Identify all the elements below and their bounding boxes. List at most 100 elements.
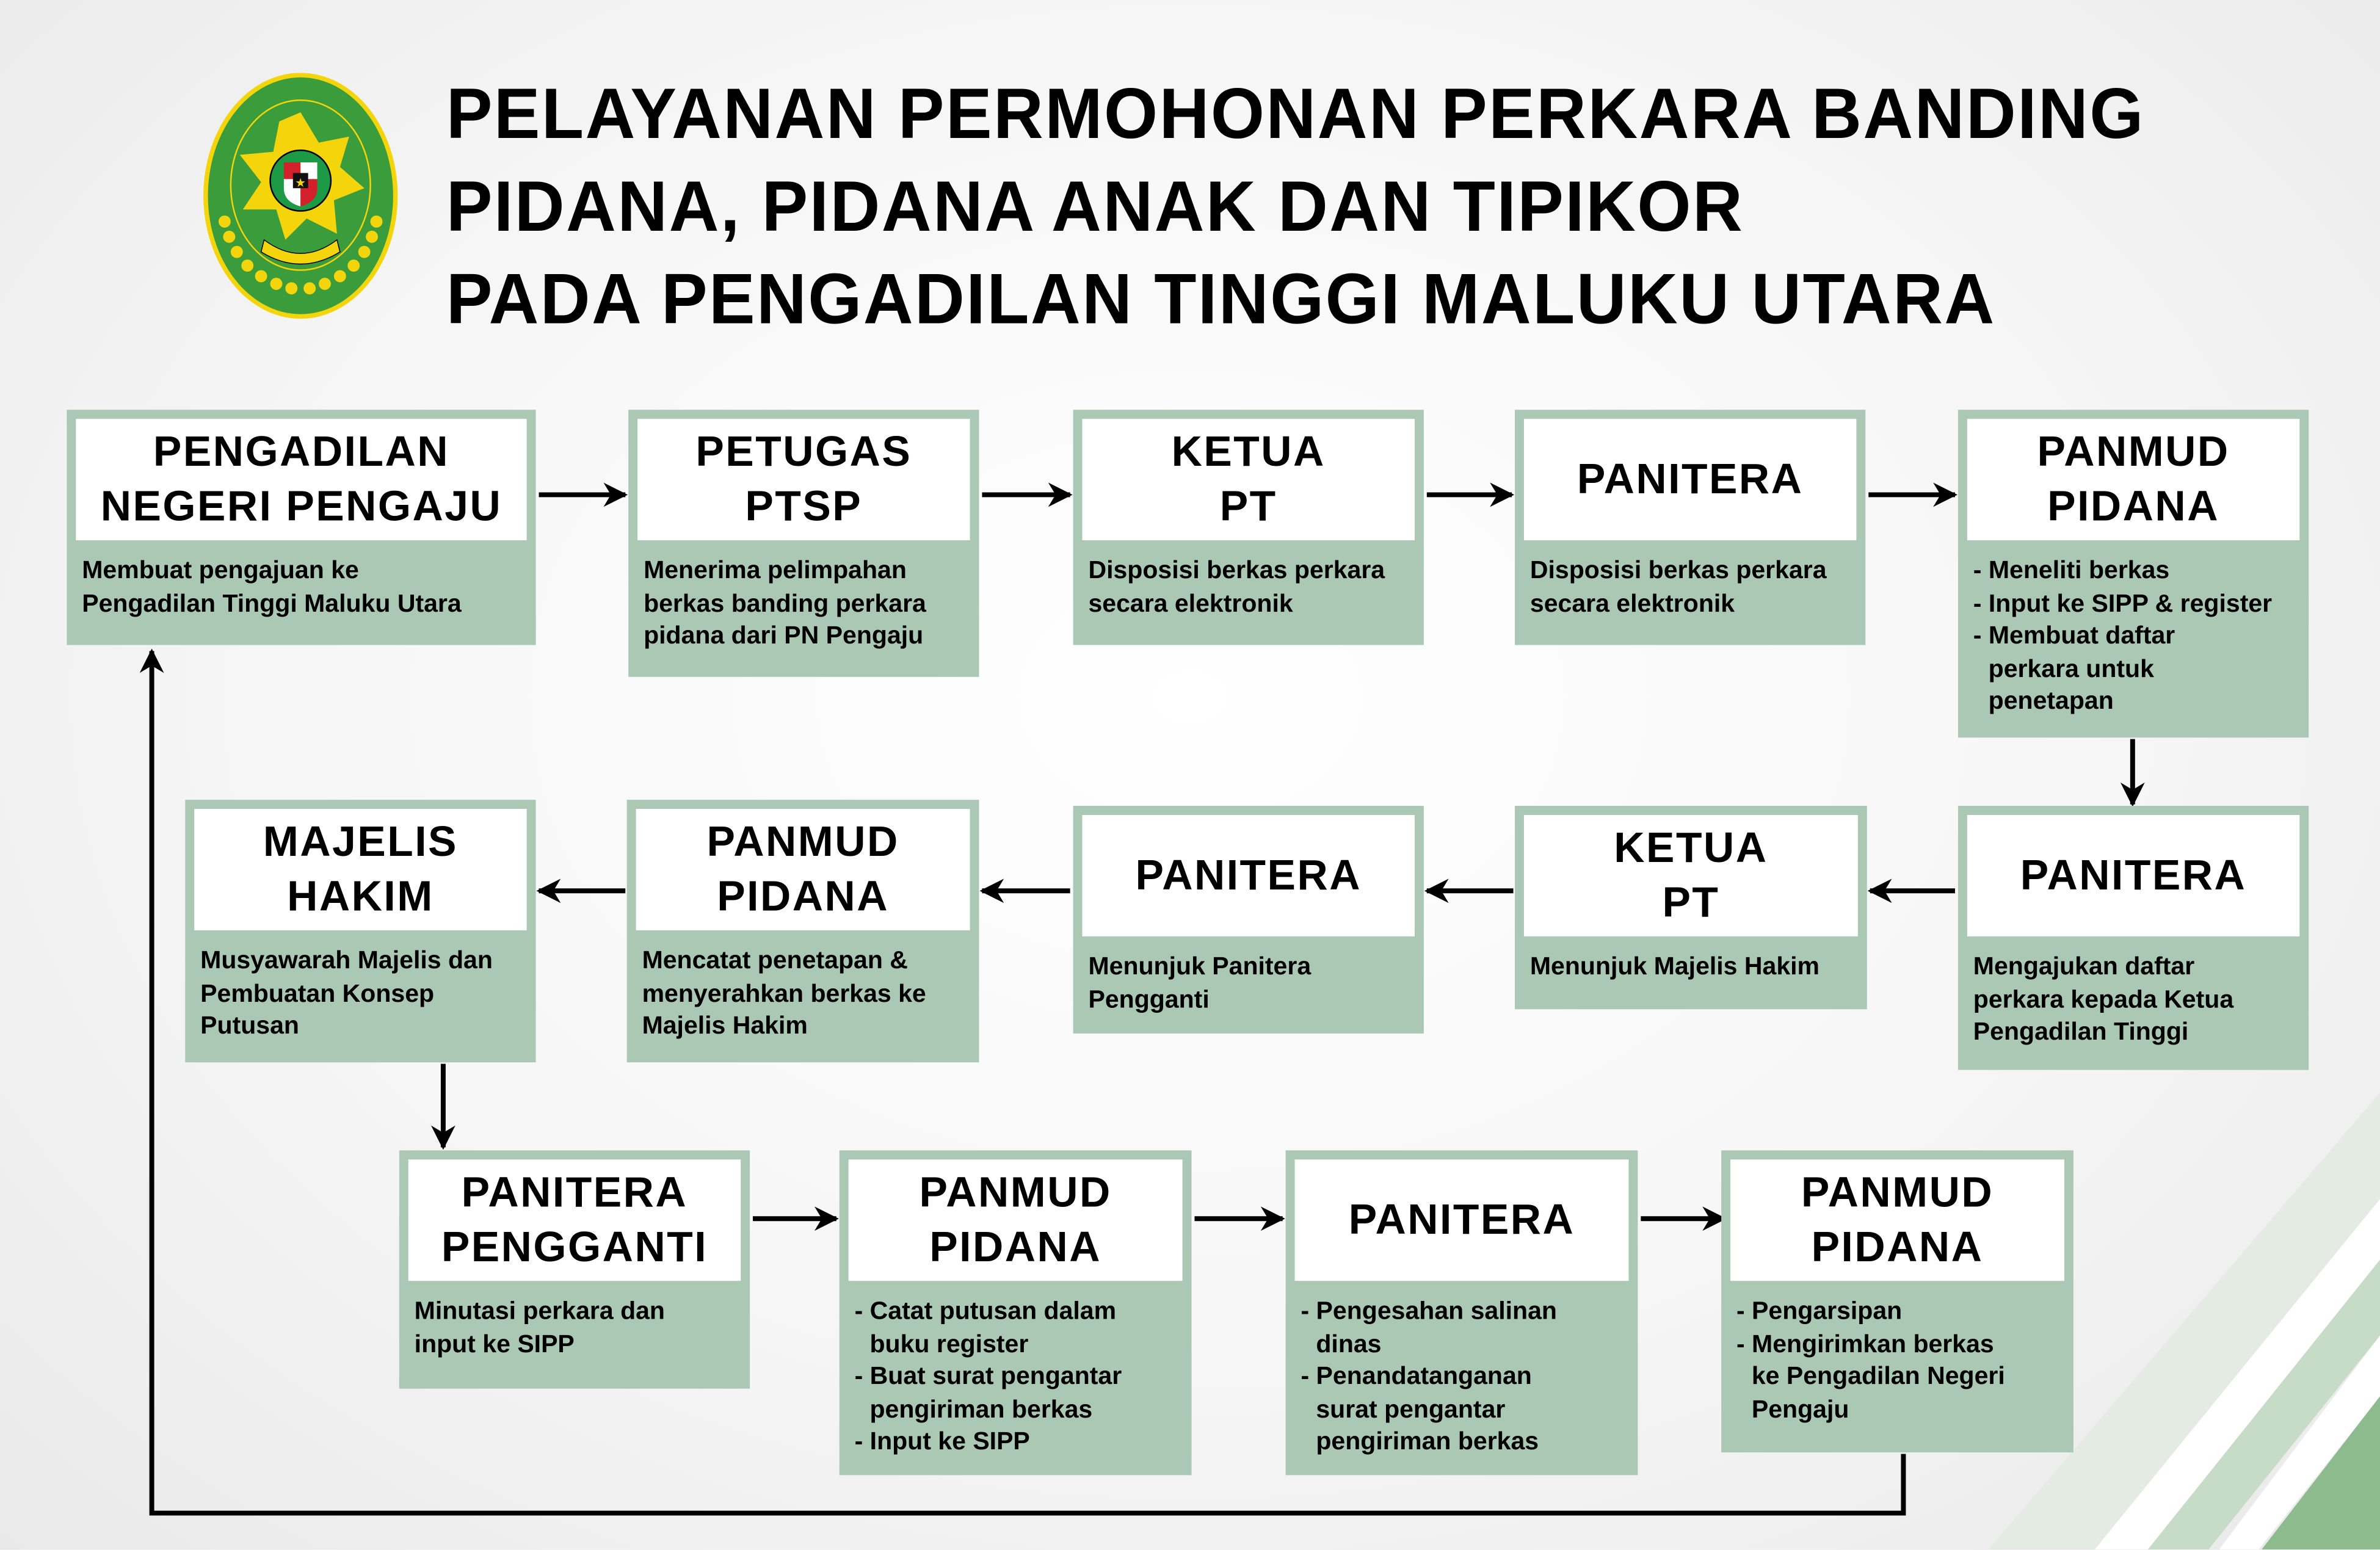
step-description-line: Musyawarah Majelis dan xyxy=(200,947,493,975)
step-box-6: PANITERA Mengajukan daftar perkara kepada … xyxy=(1957,806,2309,1070)
step-description-line: perkara untuk xyxy=(1988,654,2154,683)
step-title-line: PANITERA xyxy=(1348,1195,1575,1244)
step-description-line: penetapan xyxy=(1988,687,2114,715)
step-description-line: Pembuatan Konsep xyxy=(200,979,435,1007)
step-description-line: Pengadilan Tinggi xyxy=(1973,1018,2189,1046)
step-box-1: PENGADILAN NEGERI PENGAJU Membuat pengajua… xyxy=(67,410,536,645)
step-title-line: PETUGAS xyxy=(695,428,912,476)
title-line: PELAYANAN PERMOHONAN PERKARA BANDING xyxy=(446,73,2145,154)
step-description-line: Majelis Hakim xyxy=(642,1012,808,1040)
step-title-line: PANMUD xyxy=(706,817,899,866)
step-title-line: PT xyxy=(1662,878,1720,926)
title-line: PADA PENGADILAN TINGGI MALUKU UTARA xyxy=(446,258,1996,339)
step-description-line: - Input ke SIPP & register xyxy=(1973,589,2273,617)
step-description-line: Putusan xyxy=(200,1012,299,1040)
step-description-line: - Catat putusan dalam xyxy=(854,1297,1117,1325)
step-description: Mencatat penetapan & menyerahkan berkas k… xyxy=(642,946,970,1043)
decor-stripe xyxy=(2262,1396,2380,1550)
step-description-line: - Input ke SIPP xyxy=(854,1428,1030,1456)
step-description-line: Menerima pelimpahan xyxy=(644,557,907,585)
step-title: PANITERA xyxy=(1294,1159,1629,1281)
step-title: PANMUD PIDANA xyxy=(1730,1159,2064,1281)
step-description-line: buku register xyxy=(869,1330,1029,1358)
step-title-line: PANITERA xyxy=(2020,851,2247,899)
step-description-line: menyerahkan berkas ke xyxy=(642,979,926,1007)
step-title-line: PANMUD xyxy=(2037,428,2230,476)
step-description-line: secara elektronik xyxy=(1529,589,1735,617)
svg-text:★: ★ xyxy=(295,176,306,190)
title-line: PIDANA, PIDANA ANAK DAN TIPIKOR xyxy=(446,165,1744,246)
loop-back-arrow xyxy=(139,648,1906,1516)
step-title-line: PANITERA xyxy=(1576,455,1804,502)
step-description: Disposisi berkas perkara secara elektroni… xyxy=(1530,556,1856,621)
decor-stripe xyxy=(2219,1335,2380,1550)
step-description-line: ke Pengadilan Negeri xyxy=(1751,1363,2005,1391)
step-description-line: pidana dari PN Pengaju xyxy=(644,622,924,650)
step-title: PENGADILAN NEGERI PENGAJU xyxy=(76,419,527,541)
step-box-14: PANMUD PIDANA - Pengarsipan- Mengirimkan b… xyxy=(1721,1150,2073,1453)
step-title-line: PENGGANTI xyxy=(441,1223,708,1270)
step-description-line: perkara kepada Ketua xyxy=(1973,985,2234,1013)
step-description-line: Mengajukan daftar xyxy=(1973,953,2195,980)
step-description-line: - Pengarsipan xyxy=(1736,1297,1903,1325)
step-title-line: PANMUD xyxy=(1801,1168,1994,1216)
step-box-9: PANMUD PIDANA Mencatat penetapan & menyerah… xyxy=(626,800,979,1063)
step-description-line: Disposisi berkas perkara xyxy=(1529,557,1827,585)
step-title-line: PT xyxy=(1219,482,1277,530)
step-title-line: PANITERA xyxy=(1135,851,1362,899)
step-description-line: Pengganti xyxy=(1088,985,1210,1013)
step-description-line: Membuat pengajuan ke xyxy=(82,557,359,585)
step-description-line: Pengadilan Tinggi Maluku Utara xyxy=(82,589,462,617)
step-title-line: PIDANA xyxy=(717,872,889,920)
step-title-line: PIDANA xyxy=(1811,1223,1984,1270)
step-description-line: - Penandatanganan xyxy=(1301,1363,1532,1391)
step-description-line: Mencatat penetapan & xyxy=(642,947,908,975)
step-title-line: PIDANA xyxy=(929,1223,1102,1270)
step-description-line: Pengaju xyxy=(1751,1395,1849,1423)
step-title-line: PANITERA xyxy=(461,1168,688,1216)
step-description-line: - Pengesahan salinan xyxy=(1301,1297,1557,1325)
step-description-line: Menunjuk Majelis Hakim xyxy=(1529,953,1820,980)
step-description-line: Menunjuk Panitera xyxy=(1088,953,1312,980)
step-title: PANITERA xyxy=(1523,419,1857,541)
step-title-line: NEGERI PENGAJU xyxy=(100,482,502,530)
step-title-line: KETUA xyxy=(1171,428,1326,476)
step-title-line: HAKIM xyxy=(287,872,434,920)
step-description: Menerima pelimpahan berkas banding perkar… xyxy=(644,556,970,653)
step-box-7: KETUA PT Menunjuk Majelis Hakim xyxy=(1515,806,1867,1010)
step-description-line: surat pengantar xyxy=(1316,1395,1506,1423)
decor-stripe xyxy=(2147,1259,2380,1550)
step-title: PANITERA xyxy=(1967,814,2300,936)
step-title-line: PENGADILAN xyxy=(153,428,450,476)
decor-stripe xyxy=(1988,1092,2380,1550)
step-description-line: berkas banding perkara xyxy=(644,589,926,617)
step-title: KETUA PT xyxy=(1082,419,1415,541)
step-description: Membuat pengajuan ke Pengadilan Tinggi Ma… xyxy=(82,556,526,621)
step-description-line: - Meneliti berkas xyxy=(1973,557,2170,585)
step-description-line: Minutasi perkara dan xyxy=(414,1297,666,1325)
step-title: PANMUD PIDANA xyxy=(636,809,970,930)
step-title-line: KETUA xyxy=(1614,824,1768,871)
step-description-line: - Membuat daftar xyxy=(1973,622,2175,650)
court-logo: ★ xyxy=(203,73,398,319)
step-box-4: PANITERA Disposisi berkas perkara secara e… xyxy=(1515,410,1866,645)
